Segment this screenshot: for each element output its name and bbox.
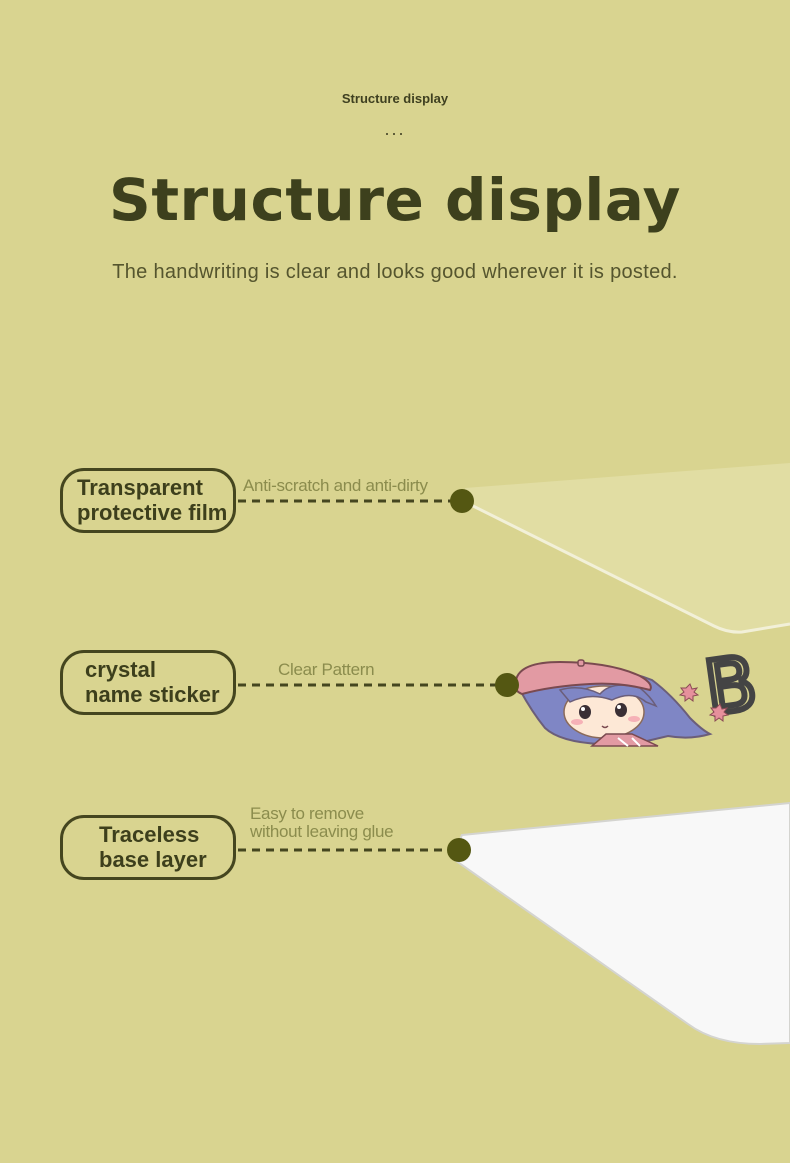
layer-label-line: base layer [99,846,207,872]
cartoon-girl-icon [513,659,730,747]
section-eyebrow: Structure display [341,91,449,106]
layer-note-line: Anti-scratch and anti-dirty [243,476,428,495]
layer-label-name-sticker: crystal name sticker [60,650,236,715]
layer-label-line: crystal [85,656,156,682]
page-title: Structure display [109,166,681,234]
decorative-dots: ... [384,119,406,139]
layer-note-line: without leaving glue [250,821,394,841]
page-subtitle: The handwriting is clear and looks good … [112,261,678,283]
layer-label-line: Traceless [99,821,200,847]
layer-note-protective-film: Anti-scratch and anti-dirty [243,477,428,495]
layer-label-line: name sticker [85,681,220,707]
layer-label-base-layer: Traceless base layer [60,815,236,880]
connector-dot [447,838,471,862]
layer-label-line: protective film [77,499,228,525]
layer-note-base-layer: Easy to remove without leaving glue [250,804,394,841]
sticker-letter: B [700,640,762,732]
connector-dot [495,673,519,697]
connector-dot [450,489,474,513]
protective-film-edge [462,499,790,634]
connector-lines [238,499,503,852]
layer-note-line: Easy to remove [250,804,364,823]
protective-film-layer [463,463,790,632]
layer-label-line: Transparent [77,474,203,500]
layer-note-line: Clear Pattern [278,660,375,679]
layer-note-name-sticker: Clear Pattern [278,660,375,679]
base-layer [450,801,790,1046]
layer-label-protective-film: Transparent protective film [60,468,236,533]
